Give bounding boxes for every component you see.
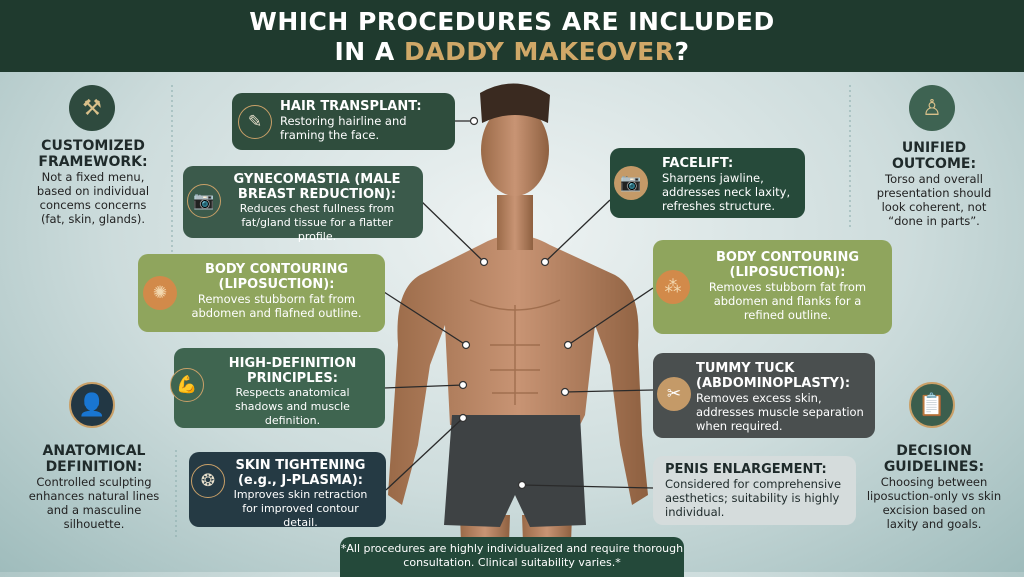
- title-line-2: IN A DADDY MAKEOVER?: [0, 37, 1024, 67]
- anatomical-definition: ANATOMICAL DEFINITION: Controlled sculpt…: [20, 443, 168, 531]
- facelift-title: FACELIFT:: [662, 156, 734, 171]
- customized-framework-title: CUSTOMIZED FRAMEWORK:: [38, 138, 148, 170]
- unified-outcome-text: Torso and overall presentation should lo…: [876, 172, 992, 228]
- gynecomastia-box: 📷 GYNECOMASTIA (MALE BREAST REDUCTION): …: [183, 166, 423, 243]
- facelift-text: Sharpens jawline, addresses neck laxity,…: [662, 171, 791, 213]
- penis-enlargement-text: Considered for comprehensive aesthetics;…: [665, 477, 842, 519]
- high-definition-title: HIGH-DEFINITION PRINCIPLES:: [228, 356, 357, 386]
- clipboard-check-icon: 📋: [909, 382, 955, 428]
- footer-disclaimer: *All procedures are highly individualize…: [340, 537, 684, 577]
- tummy-tuck-title: TUMMY TUCK (ABDOMINOPLASTY):: [696, 361, 851, 391]
- skin-tightening-text: Improves skin retraction for improved co…: [233, 488, 368, 529]
- body-contouring-left-text: Removes stubborn fat from abdomen and fl…: [191, 292, 362, 320]
- page-title: WHICH PROCEDURES ARE INCLUDED IN A DADDY…: [0, 0, 1024, 72]
- marker-dot: [458, 413, 468, 423]
- tummy-tuck-text: Removes excess skin, addresses muscle se…: [696, 391, 864, 433]
- hair: [480, 83, 550, 123]
- high-definition-text: Respects anatomical shadows and muscle d…: [235, 386, 350, 427]
- penis-enlargement-title: PENIS ENLARGEMENT:: [665, 462, 827, 477]
- customized-framework-text: Not a fixed menu, based on individual co…: [36, 170, 150, 226]
- hair-transplant-text: Restoring hairline and framing the face.: [280, 114, 407, 142]
- marker-dot: [458, 380, 468, 390]
- high-definition-box: 💪 HIGH-DEFINITION PRINCIPLES: Respects a…: [170, 348, 385, 428]
- body-contouring-right-text: Removes stubborn fat from abdomen and fl…: [708, 280, 867, 322]
- plasma-ring-icon: ❂: [191, 464, 225, 498]
- body-contouring-left-title: BODY CONTOURING (LIPOSUCTION):: [204, 262, 349, 292]
- decision-guidelines-title: DECISION GUIDELINES:: [883, 443, 985, 475]
- skin-tightening-title: SKIN TIGHTENING (e.g., J-PLASMA):: [235, 458, 366, 488]
- body-contouring-right-title: BODY CONTOURING (LIPOSUCTION):: [715, 250, 860, 280]
- flexed-arm-icon: 💪: [170, 368, 204, 402]
- customized-framework: CUSTOMIZED FRAMEWORK: Not a fixed menu, …: [28, 138, 158, 226]
- anatomical-definition-text: Controlled sculpting enhances natural li…: [28, 475, 160, 531]
- fat-cells-icon: ⁂: [656, 270, 690, 304]
- tummy-tuck-box: ✂ TUMMY TUCK (ABDOMINOPLASTY): Removes e…: [653, 353, 875, 438]
- incision-icon: ✂: [657, 377, 691, 411]
- gynecomastia-title: GYNECOMASTIA (MALE BREAST REDUCTION):: [233, 172, 401, 202]
- title-prefix: IN A: [334, 37, 404, 66]
- boxer-shorts: [444, 415, 586, 527]
- marker-dot: [517, 480, 527, 490]
- marker-dot: [461, 340, 471, 350]
- man-figure: [388, 83, 648, 572]
- body-contour-icon: ✺: [143, 276, 177, 310]
- scalpel-icon: ✎: [238, 105, 272, 139]
- marker-dot: [560, 387, 570, 397]
- body-contouring-left-box: ✺ BODY CONTOURING (LIPOSUCTION): Removes…: [138, 254, 385, 332]
- unified-outcome: UNIFIED OUTCOME: Torso and overall prese…: [864, 140, 1004, 228]
- hair-transplant-box: ✎ HAIR TRANSPLANT: Restoring hairline an…: [232, 93, 455, 150]
- gynecomastia-text: Reduces chest fullness from fat/gland ti…: [239, 202, 395, 243]
- title-highlight: DADDY MAKEOVER: [403, 37, 675, 66]
- skin-tightening-box: ❂ SKIN TIGHTENING (e.g., J-PLASMA): Impr…: [189, 452, 386, 529]
- camera-icon: 📷: [187, 184, 221, 218]
- camera-icon: 📷: [614, 166, 648, 200]
- decision-guidelines-text: Choosing between liposuction-only vs ski…: [866, 475, 1002, 531]
- title-suffix: ?: [674, 37, 690, 66]
- facelift-box: 📷 FACELIFT: Sharpens jawline, addresses …: [610, 148, 805, 218]
- body-contouring-right-box: ⁂ BODY CONTOURING (LIPOSUCTION): Removes…: [653, 240, 892, 334]
- marker-dot: [479, 257, 489, 267]
- anatomical-definition-title: ANATOMICAL DEFINITION:: [42, 443, 146, 475]
- unified-outcome-title: UNIFIED OUTCOME:: [891, 140, 977, 172]
- tools-icon: ⚒: [69, 85, 115, 131]
- marker-dot: [563, 340, 573, 350]
- hair-transplant-title: HAIR TRANSPLANT:: [280, 99, 422, 114]
- marker-dot: [540, 257, 550, 267]
- decision-guidelines: DECISION GUIDELINES: Choosing between li…: [866, 443, 1002, 531]
- abdomen-icon: ♙: [909, 85, 955, 131]
- torso-icon: 👤: [69, 382, 115, 428]
- penis-enlargement-box: PENIS ENLARGEMENT: Considered for compre…: [653, 456, 856, 525]
- marker-dot: [469, 116, 479, 126]
- title-line-1: WHICH PROCEDURES ARE INCLUDED: [249, 7, 775, 36]
